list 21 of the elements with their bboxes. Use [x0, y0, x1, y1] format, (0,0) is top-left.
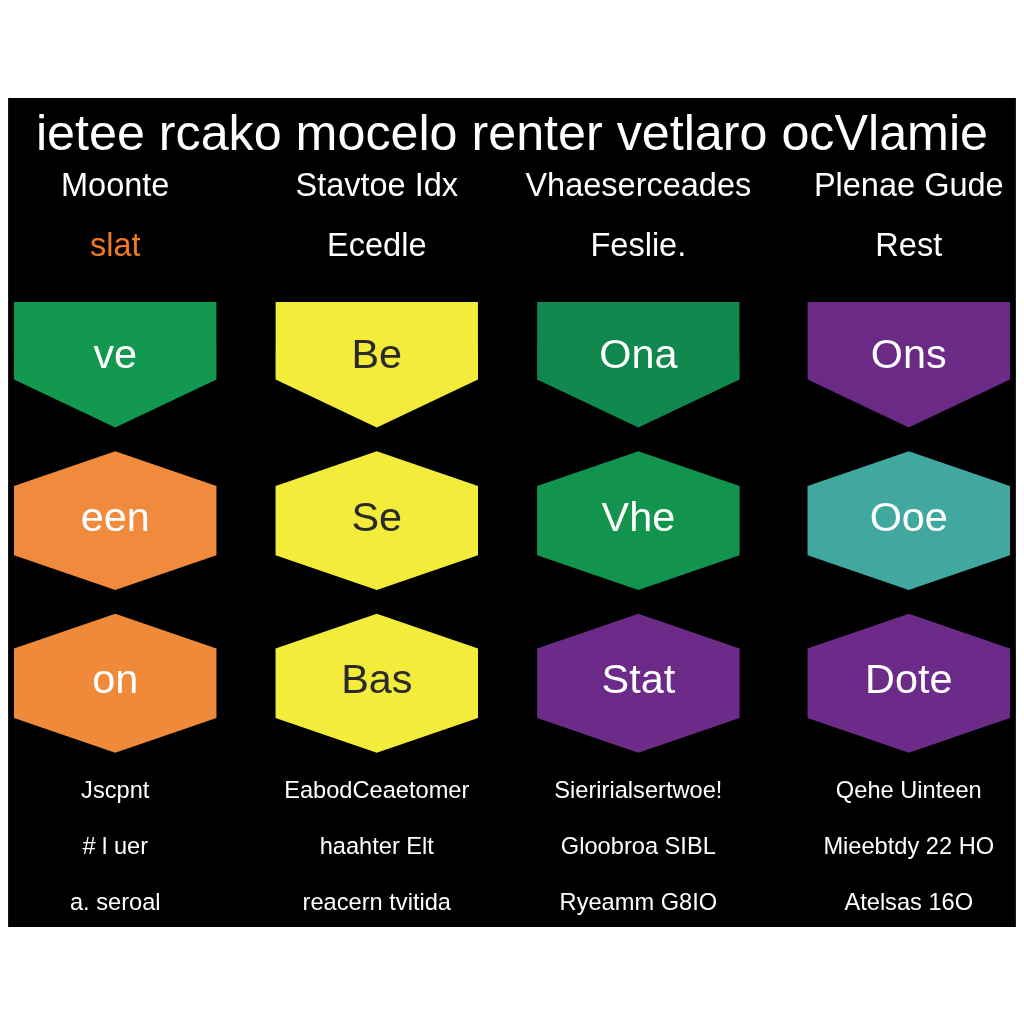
label: reacern tvitida	[302, 888, 451, 915]
label: Plenae Gude	[813, 166, 1004, 203]
label: haahter Elt	[319, 832, 434, 859]
label: Moonte	[61, 166, 170, 203]
label: Atelsas 16O	[844, 888, 974, 915]
label: Sieririalsertwoe!	[554, 776, 723, 803]
label: # l uer	[82, 832, 149, 859]
label: Jscpnt	[81, 776, 150, 803]
label: Mieebtdy 22 HO	[823, 832, 995, 859]
label: Stavtoe Idx	[295, 166, 459, 203]
label: Vhaeserceades	[525, 166, 752, 203]
label: Ecedle	[327, 226, 427, 263]
label: slat	[89, 226, 141, 263]
label: Rest	[875, 226, 943, 263]
label: Qehe Uinteen	[835, 776, 982, 803]
label: Feslie.	[590, 226, 687, 263]
label: EabodCeaetomer	[284, 776, 470, 803]
label: Gloobroa SIBL	[560, 832, 716, 859]
diagram-title: ietee rcako mocelo renter vetlaro ocVlamie	[35, 104, 989, 161]
label: Ryeamm G8IO	[559, 888, 718, 915]
label: a. seroal	[69, 888, 161, 915]
